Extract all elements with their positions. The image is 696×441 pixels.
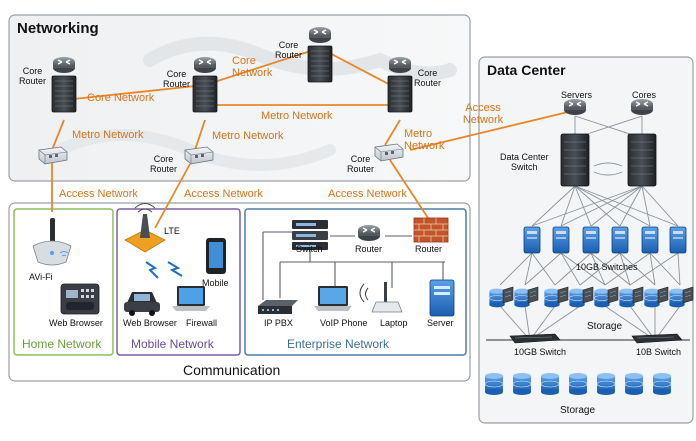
phone-icon [60, 283, 100, 315]
dc-storage-label-1: Storage [587, 321, 623, 332]
signal-bolt-icons [145, 261, 183, 279]
home-web-browser-label: Web Browser [49, 318, 103, 328]
firewall-icon [413, 217, 449, 243]
core-router-label-1: Core Router [19, 66, 47, 86]
networking-title: Networking [17, 20, 99, 37]
dc-10b-switch-device [631, 333, 683, 344]
mobile-phone-icon [206, 238, 226, 274]
server-icon [429, 279, 455, 317]
core-network-label-2: Core Network [232, 55, 273, 79]
core-router-label-3: Core Router [275, 40, 303, 60]
dc-10gb-switch-label: 10GB Switch [514, 347, 567, 357]
voip-phone-label: VoIP Phone [320, 318, 368, 328]
ent-router-icon [357, 224, 381, 242]
firewall-label: Firewall [186, 318, 218, 328]
core-router-label-2: Core Router [163, 69, 191, 89]
metro-network-label-2: Metro Network [72, 129, 144, 141]
metro-network-label-1: Metro Network [261, 110, 333, 122]
access-network-label-1: Access Network [462, 102, 504, 126]
ent-router-label-1: Router [355, 244, 383, 254]
enterprise-links [262, 231, 445, 300]
core-router-label-4: Core Router [414, 68, 442, 88]
wifi-router-icon [32, 218, 72, 266]
laptop-icon [172, 286, 210, 311]
dc-switch-rack-2 [627, 133, 657, 187]
core-router-2 [192, 56, 218, 113]
dc-servers-label: Servers [561, 90, 593, 100]
access-point-icon [359, 282, 403, 313]
lte-label: LTE [164, 226, 180, 236]
metro-network-label-3: Metro Network [212, 130, 284, 142]
metro-network-label-4: Metro Network [404, 128, 445, 152]
dc-switch-rack-1 [560, 133, 590, 187]
dc-cores-label: Cores [632, 90, 657, 100]
lte-tower-icon [124, 203, 166, 253]
ent-router-label-2: Router [415, 244, 443, 254]
mobile-label: Mobile [202, 278, 229, 288]
mobile-network-title: Mobile Network [131, 337, 214, 351]
dc-core-router [630, 98, 654, 116]
communication-title: Communication [183, 362, 281, 378]
core-router-4 [387, 56, 413, 113]
access-network-label-3: Access Network [184, 188, 263, 200]
voip-phone-icon [314, 286, 352, 311]
core-router-label-5: Core Router [150, 154, 178, 174]
core-router-label-6: Core Router [347, 154, 375, 174]
network-links [51, 47, 569, 229]
server-label: Server [427, 318, 454, 328]
ip-pbx-icon [258, 300, 298, 314]
data-center-links [486, 115, 690, 341]
dc-switch-label: Data Center Switch [500, 152, 549, 172]
dc-storage-label-2: Storage [560, 405, 596, 416]
data-center-title: Data Center [487, 62, 566, 78]
enterprise-network-title: Enterprise Network [287, 337, 390, 351]
laptop-label: Laptop [380, 318, 408, 328]
avifi-label: AVi-Fi [29, 272, 53, 282]
core-router-1 [51, 56, 77, 113]
core-router-3 [307, 26, 333, 83]
home-network-title: Home Network [22, 337, 102, 351]
access-network-label-2: Access Network [59, 188, 138, 200]
access-network-label-4: Access Network [328, 188, 407, 200]
dc-10gb-switch-device [509, 333, 561, 344]
ip-pbx-label: IP PBX [264, 318, 293, 328]
car-icon [124, 292, 160, 316]
ent-switch-label: Switch [296, 244, 323, 254]
dc-10gb-switches-label: 10GB Switches [576, 262, 638, 272]
mobile-web-browser-label: Web Browser [123, 318, 177, 328]
dc-10b-switch-label: 10B Switch [636, 347, 682, 357]
core-network-label-1: Core Network [87, 92, 155, 104]
dc-server-router [563, 98, 587, 116]
ent-switch-icon [292, 220, 328, 250]
